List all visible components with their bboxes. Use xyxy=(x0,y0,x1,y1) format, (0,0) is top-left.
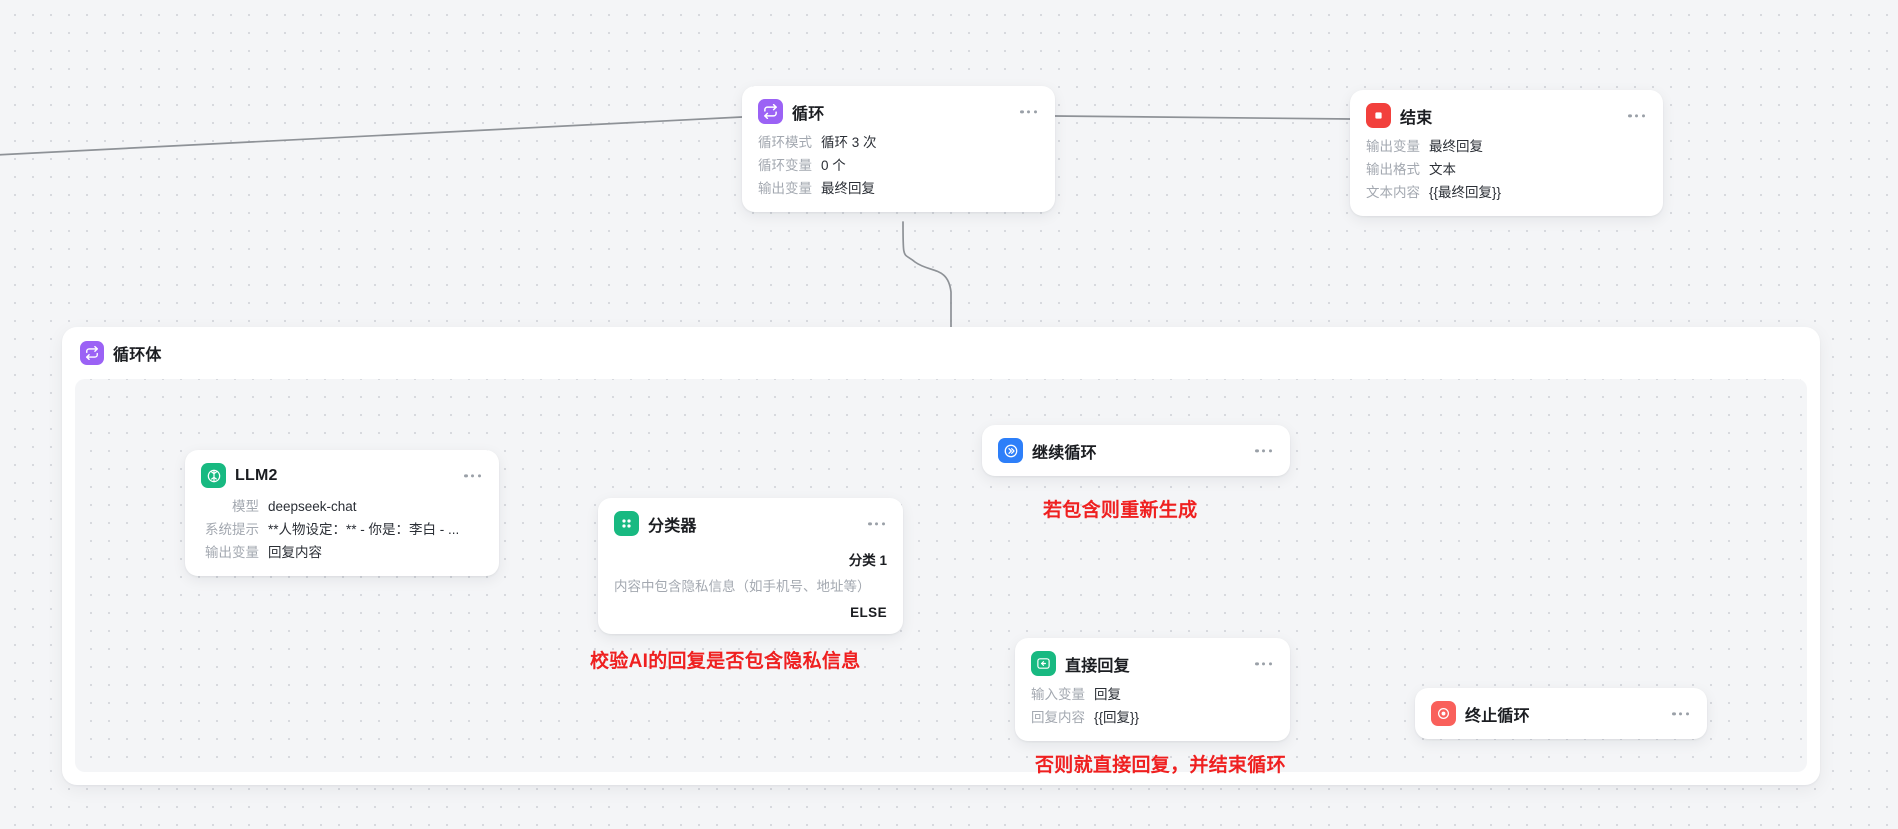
field-row: 输入变量 回复 xyxy=(1031,687,1274,704)
node-llm2-more-button[interactable] xyxy=(462,468,483,483)
field-key: 文本内容 xyxy=(1366,184,1420,200)
node-continue-loop-title: 继续循环 xyxy=(1032,444,1097,462)
loop-icon xyxy=(80,341,104,365)
node-loop-header: 循环 xyxy=(758,99,1039,124)
node-end[interactable]: 结束 输出变量 最终回复 输出格式 文本 文本内容 {{最终回复}} xyxy=(1350,90,1663,216)
field-key: 循环模式 xyxy=(758,135,812,150)
field-value: 0 个 xyxy=(821,157,846,173)
field-value: 文本 xyxy=(1429,161,1456,177)
node-llm2-fields: 模型 deepseek-chat 系统提示 **人物设定：** - 你是：李白 … xyxy=(201,499,483,562)
reply-icon xyxy=(1031,651,1056,676)
node-direct-reply-header: 直接回复 xyxy=(1031,651,1274,676)
node-loop-more-button[interactable] xyxy=(1018,104,1039,119)
node-continue-loop[interactable]: 继续循环 xyxy=(982,425,1290,476)
field-row: 输出变量 回复内容 xyxy=(201,545,483,562)
stop-icon xyxy=(1366,103,1391,128)
classifier-branch-1[interactable]: 分类 1 内容中包含隐私信息（如手机号、地址等） xyxy=(614,549,887,595)
field-value: **人物设定：** - 你是：李白 - ... xyxy=(268,521,460,537)
node-classifier-more-button[interactable] xyxy=(866,516,887,531)
node-continue-loop-more-button[interactable] xyxy=(1253,443,1274,458)
field-row: 循环变量 0 个 xyxy=(758,158,1039,175)
node-direct-reply-title: 直接回复 xyxy=(1065,657,1130,675)
loop-icon xyxy=(758,99,783,124)
field-row: 输出变量 最终回复 xyxy=(758,181,1039,198)
edge-loop-to-loopbody xyxy=(902,221,952,331)
branch-1-description: 内容中包含隐私信息（如手机号、地址等） xyxy=(614,579,871,594)
annotation-validate: 校验AI的回复是否包含隐私信息 xyxy=(590,651,861,672)
node-terminate-loop-more-button[interactable] xyxy=(1670,706,1691,721)
terminate-icon xyxy=(1431,701,1456,726)
field-row: 系统提示 **人物设定：** - 你是：李白 - ... xyxy=(201,522,483,539)
node-classifier[interactable]: 分类器 分类 1 内容中包含隐私信息（如手机号、地址等） ELSE xyxy=(598,498,903,634)
node-end-more-button[interactable] xyxy=(1626,108,1647,123)
node-loop-title: 循环 xyxy=(792,105,825,123)
node-direct-reply-fields: 输入变量 回复 回复内容 {{回复}} xyxy=(1031,687,1274,727)
node-continue-loop-header: 继续循环 xyxy=(998,438,1274,463)
field-key: 输出格式 xyxy=(1366,161,1420,177)
field-key: 系统提示 xyxy=(205,521,259,537)
branch-1-label: 分类 1 xyxy=(848,553,887,568)
edge-loop-to-end xyxy=(1054,115,1351,120)
field-value: 最终回复 xyxy=(1429,139,1483,154)
brain-icon xyxy=(201,463,226,488)
field-key: 输入变量 xyxy=(1031,687,1085,702)
node-terminate-loop-header: 终止循环 xyxy=(1431,701,1691,726)
field-key: 输出变量 xyxy=(758,180,812,196)
node-llm2-header: LLM2 xyxy=(201,463,483,488)
continue-icon xyxy=(998,438,1023,463)
node-terminate-loop[interactable]: 终止循环 xyxy=(1415,688,1707,739)
node-terminate-loop-title: 终止循环 xyxy=(1465,707,1530,725)
field-row: 回复内容 {{回复}} xyxy=(1031,710,1274,727)
field-value: {{最终回复}} xyxy=(1429,184,1502,200)
loop-body-header: 循环体 xyxy=(62,327,1820,377)
field-row: 输出变量 最终回复 xyxy=(1366,139,1647,156)
node-end-fields: 输出变量 最终回复 输出格式 文本 文本内容 {{最终回复}} xyxy=(1366,139,1647,202)
node-direct-reply[interactable]: 直接回复 输入变量 回复 回复内容 {{回复}} xyxy=(1015,638,1290,741)
node-llm2-title: LLM2 xyxy=(235,466,278,484)
annotation-reply-end: 否则就直接回复，并结束循环 xyxy=(1035,755,1286,776)
field-value: 回复 xyxy=(1094,687,1121,702)
node-classifier-title: 分类器 xyxy=(648,517,697,535)
field-key: 输出变量 xyxy=(1366,139,1420,154)
loop-body-title: 循环体 xyxy=(113,347,162,364)
field-key: 模型 xyxy=(232,499,259,514)
node-end-header: 结束 xyxy=(1366,103,1647,128)
classifier-icon xyxy=(614,511,639,536)
field-value: {{回复}} xyxy=(1094,709,1140,725)
annotation-regenerate: 若包含则重新生成 xyxy=(1043,500,1198,521)
field-value: deepseek-chat xyxy=(268,499,357,514)
field-row: 输出格式 文本 xyxy=(1366,162,1647,179)
field-row: 循环模式 循环 3 次 xyxy=(758,135,1039,152)
field-value: 最终回复 xyxy=(821,180,875,196)
field-key: 输出变量 xyxy=(205,544,259,560)
classifier-branch-else[interactable]: ELSE xyxy=(850,605,887,620)
field-key: 循环变量 xyxy=(758,157,812,173)
node-direct-reply-more-button[interactable] xyxy=(1253,656,1274,671)
node-loop-fields: 循环模式 循环 3 次 循环变量 0 个 输出变量 最终回复 xyxy=(758,135,1039,198)
node-end-title: 结束 xyxy=(1400,109,1433,127)
node-llm2[interactable]: LLM2 模型 deepseek-chat 系统提示 **人物设定：** - 你… xyxy=(185,450,499,576)
field-row: 文本内容 {{最终回复}} xyxy=(1366,185,1647,202)
field-value: 循环 3 次 xyxy=(821,135,877,150)
node-classifier-header: 分类器 xyxy=(614,511,887,536)
field-key: 回复内容 xyxy=(1031,709,1085,725)
field-value: 回复内容 xyxy=(268,544,322,560)
field-row: 模型 deepseek-chat xyxy=(201,499,483,516)
edge-in-to-loop xyxy=(0,116,743,156)
node-loop[interactable]: 循环 循环模式 循环 3 次 循环变量 0 个 输出变量 最终回复 xyxy=(742,86,1055,212)
